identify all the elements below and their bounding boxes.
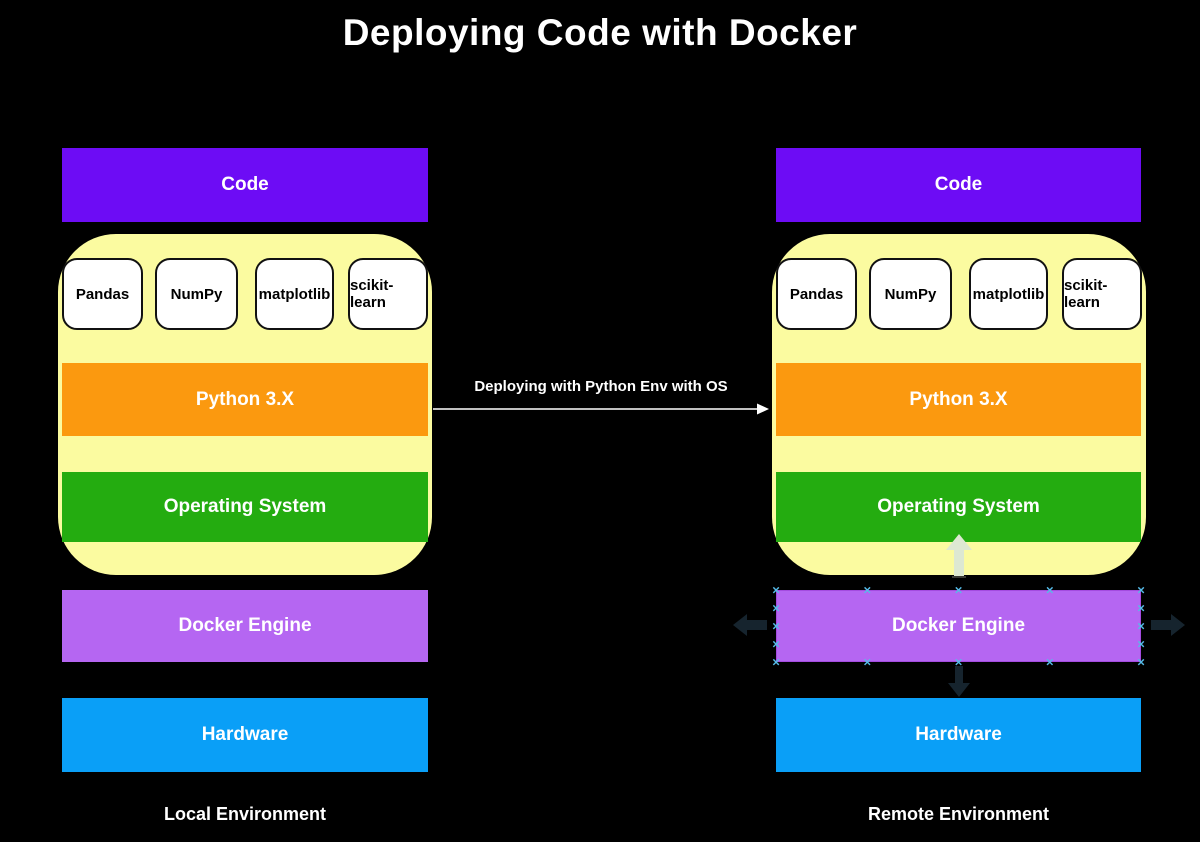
remote-code-box[interactable]: Code: [776, 148, 1141, 222]
remote-environment-stack: Code Pandas NumPy matplotlib scikit-lear…: [772, 0, 1146, 842]
local-python-box[interactable]: Python 3.X: [62, 363, 428, 436]
selection-handle[interactable]: [955, 656, 963, 669]
remote-docker-engine-box[interactable]: Docker Engine: [776, 590, 1141, 662]
remote-os-label: Operating System: [877, 496, 1040, 517]
lib-label: NumPy: [170, 285, 223, 303]
selection-handle[interactable]: [1137, 620, 1145, 633]
remote-docker-label: Docker Engine: [891, 615, 1026, 636]
local-hardware-box[interactable]: Hardware: [62, 698, 428, 772]
lib-label: NumPy: [884, 285, 937, 303]
local-os-label: Operating System: [163, 496, 327, 517]
deploy-flow-arrow: Deploying with Python Env with OS: [433, 378, 769, 415]
connector-dash: [952, 576, 966, 578]
lib-label: scikit-learn: [1064, 277, 1108, 311]
page-title: Deploying Code with Docker: [342, 12, 858, 53]
arrow-right-icon: [1151, 614, 1185, 636]
remote-python-box[interactable]: Python 3.X: [776, 363, 1141, 436]
remote-environment-label: Remote Environment: [867, 804, 1050, 824]
arrow-left-icon: [733, 614, 767, 636]
selection-handle[interactable]: [1046, 656, 1054, 669]
selection-handle[interactable]: [863, 656, 871, 669]
selection-handle[interactable]: [1137, 638, 1145, 651]
selection-handle[interactable]: [772, 620, 780, 633]
lib-label: Pandas: [75, 285, 130, 303]
selection-handle[interactable]: [772, 584, 780, 597]
deploy-flow-label: Deploying with Python Env with OS: [474, 378, 728, 395]
local-code-box[interactable]: Code: [62, 148, 428, 222]
remote-lib-scikit-learn[interactable]: scikit-learn: [1062, 258, 1142, 330]
selection-handle[interactable]: [1137, 602, 1145, 615]
selection-handle[interactable]: [772, 638, 780, 651]
selection-handle[interactable]: [955, 584, 963, 597]
remote-lib-pandas[interactable]: Pandas: [776, 258, 857, 330]
arrow-down-icon: [948, 666, 970, 697]
remote-python-label: Python 3.X: [909, 388, 1008, 410]
selection-handle[interactable]: [1137, 584, 1145, 597]
selection-handle[interactable]: [1137, 656, 1145, 669]
selection-handle[interactable]: [863, 584, 871, 597]
remote-hardware-box[interactable]: Hardware: [776, 698, 1141, 772]
arrow-up-icon: [946, 534, 972, 576]
selection-handle[interactable]: [772, 602, 780, 615]
remote-lib-numpy[interactable]: NumPy: [869, 258, 952, 330]
local-docker-label: Docker Engine: [178, 615, 312, 636]
remote-code-label: Code: [934, 174, 983, 195]
local-python-label: Python 3.X: [195, 388, 295, 410]
local-environment-stack: Code Pandas NumPy matplotlib scikit-lear…: [58, 0, 432, 842]
local-os-box[interactable]: Operating System: [62, 472, 428, 542]
local-environment-label: Local Environment: [163, 804, 327, 824]
remote-library-row: Pandas NumPy matplotlib scikit-learn: [776, 258, 1142, 330]
lib-label: scikit-learn: [350, 277, 394, 311]
selection-handle[interactable]: [1046, 584, 1054, 597]
remote-lib-matplotlib[interactable]: matplotlib: [969, 258, 1048, 330]
lib-label: Pandas: [789, 285, 844, 303]
local-docker-engine-box[interactable]: Docker Engine: [62, 590, 428, 662]
local-lib-scikit-learn[interactable]: scikit-learn: [348, 258, 428, 330]
lib-label: matplotlib: [972, 285, 1045, 303]
local-library-row: Pandas NumPy matplotlib scikit-learn: [62, 258, 428, 330]
local-hardware-label: Hardware: [201, 724, 289, 745]
lib-label: matplotlib: [258, 285, 331, 303]
remote-hardware-label: Hardware: [915, 724, 1002, 745]
selection-handle[interactable]: [772, 656, 780, 669]
right-flow-arrow-icon: [433, 403, 769, 415]
local-lib-numpy[interactable]: NumPy: [155, 258, 238, 330]
local-lib-matplotlib[interactable]: matplotlib: [255, 258, 334, 330]
local-code-label: Code: [221, 174, 269, 195]
local-lib-pandas[interactable]: Pandas: [62, 258, 143, 330]
remote-os-box[interactable]: Operating System: [776, 472, 1141, 542]
